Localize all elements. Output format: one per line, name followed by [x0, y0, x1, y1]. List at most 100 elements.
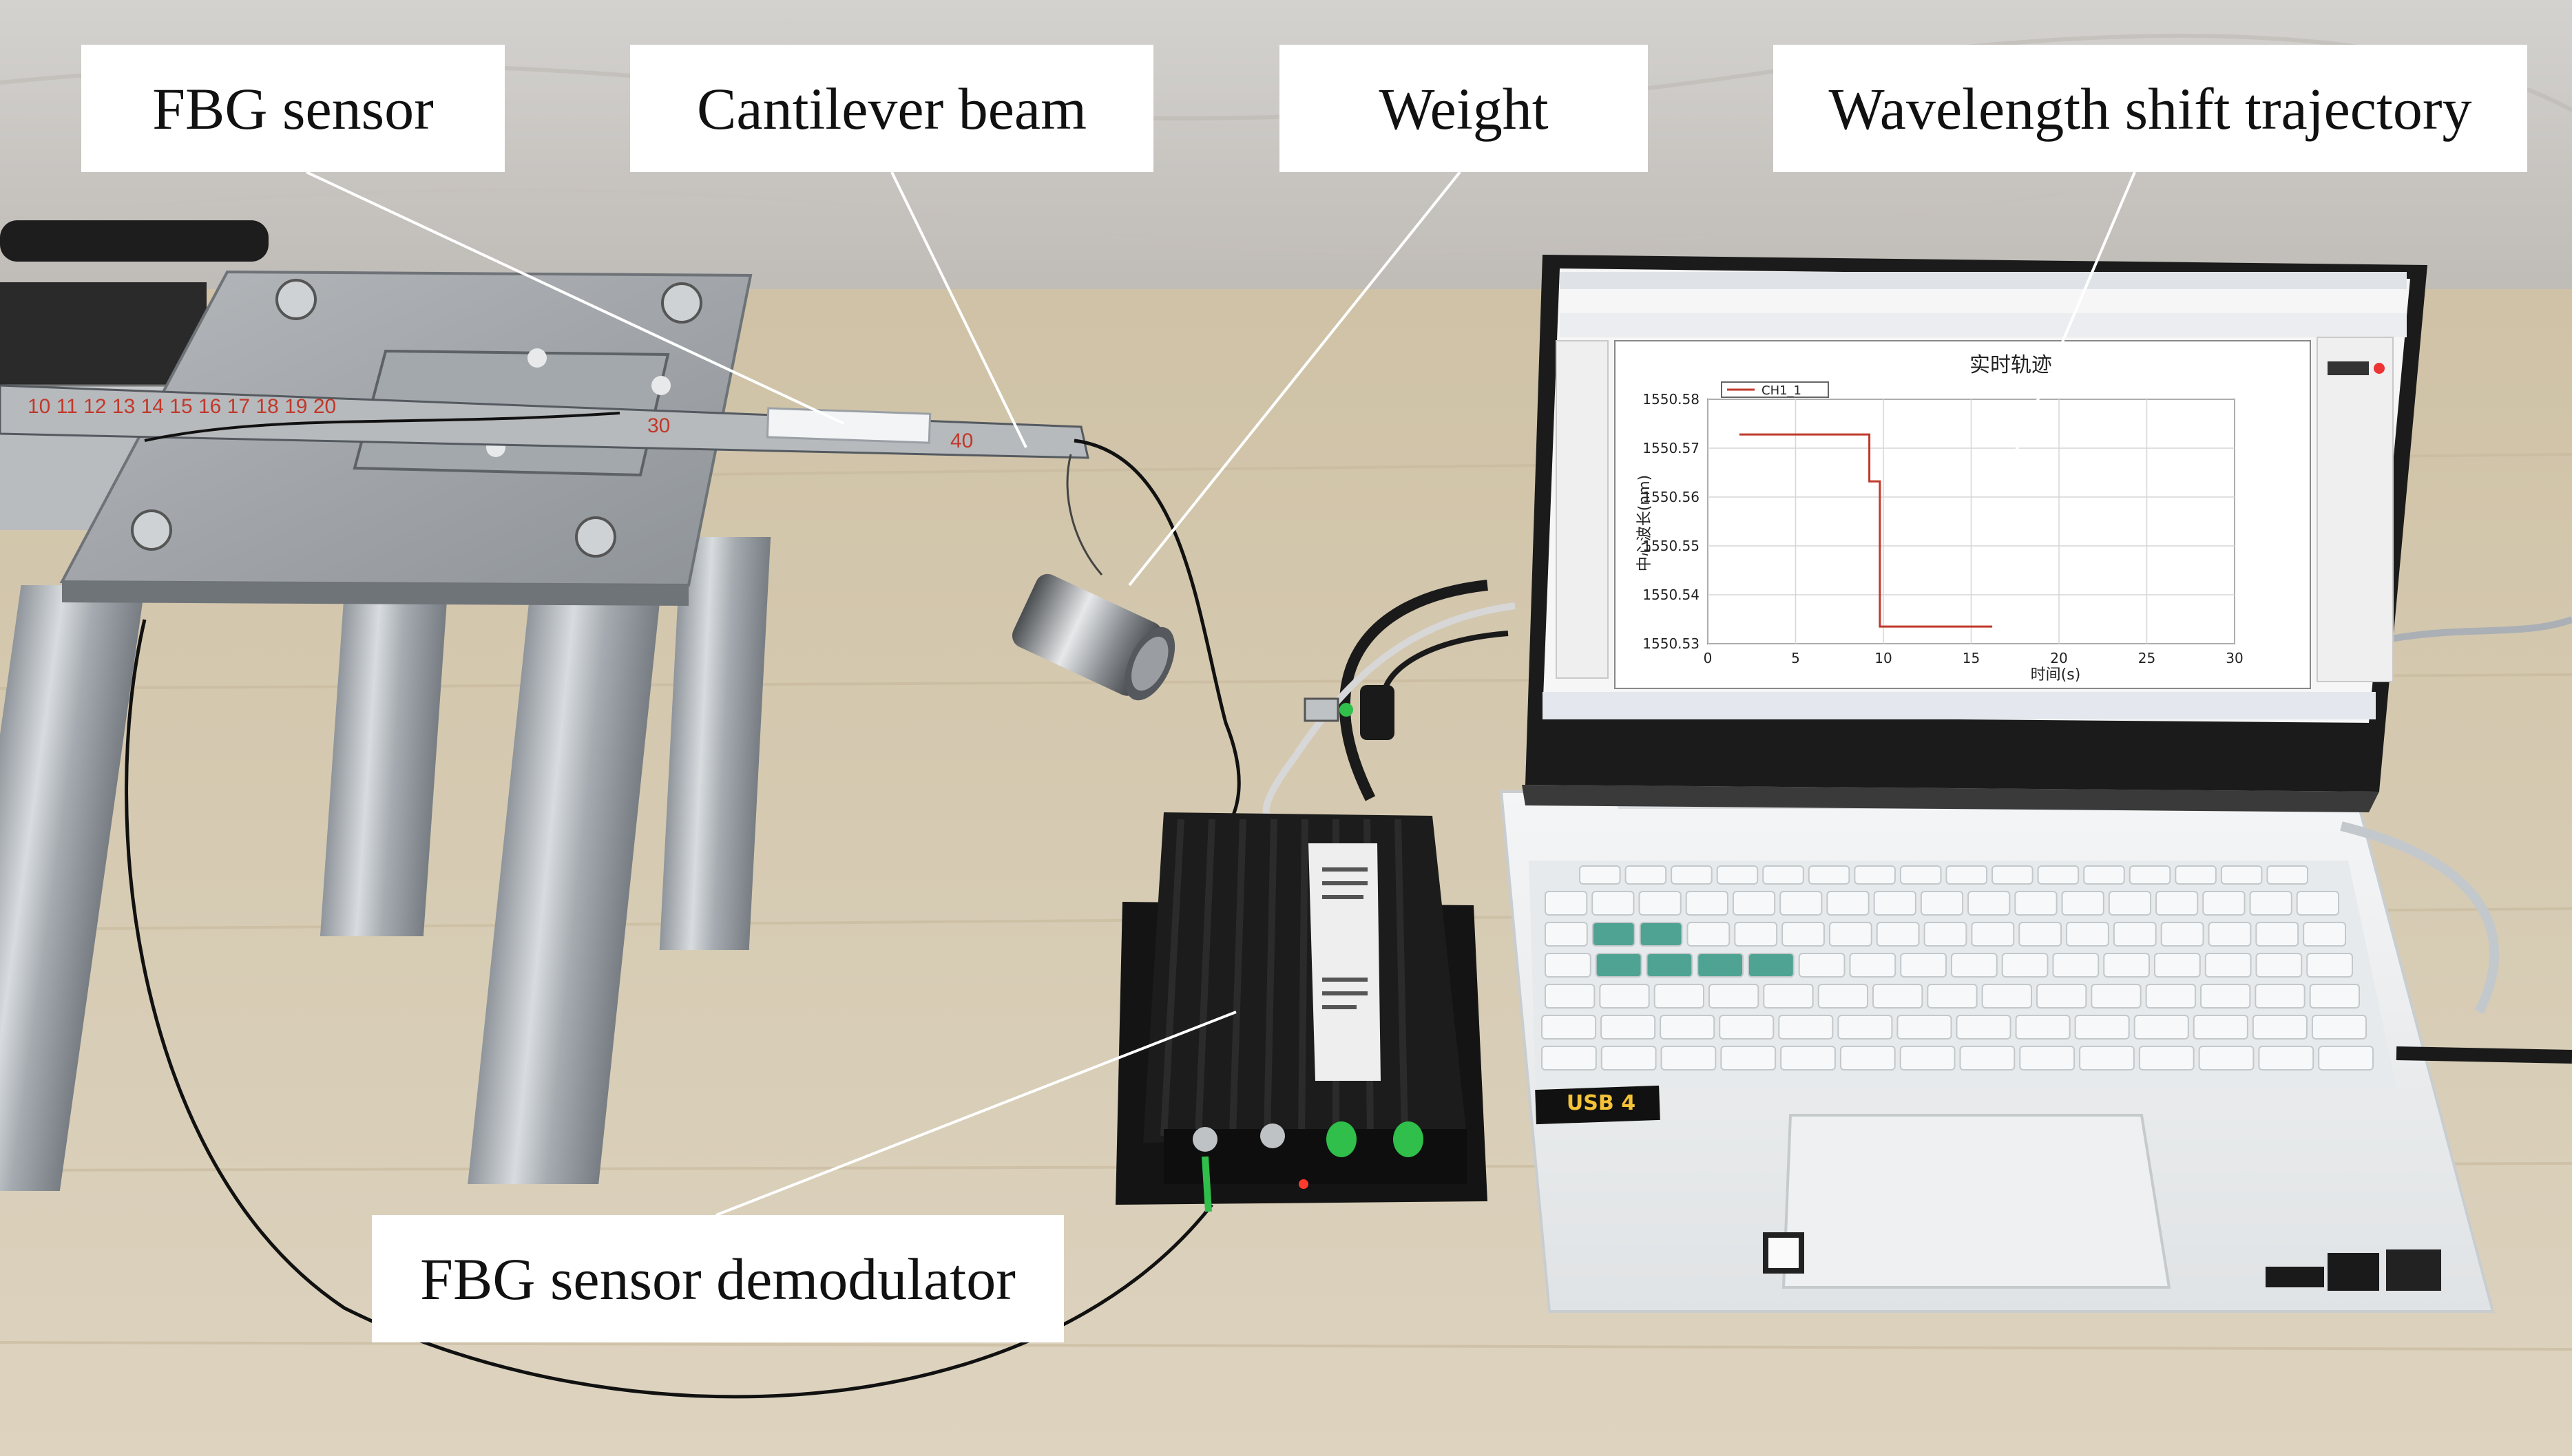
svg-text:30: 30 [647, 414, 670, 437]
keyboard-key [2309, 984, 2361, 1009]
keyboard-key [1900, 953, 1947, 978]
keyboard-key [2258, 1046, 2314, 1070]
keyboard-key [1653, 984, 1705, 1009]
keyboard-key [2145, 984, 2197, 1009]
label-weight-text: Weight [1379, 75, 1549, 142]
keyboard-key [1781, 922, 1825, 947]
keyboard-key [2079, 1046, 2135, 1070]
keyboard-key [2052, 953, 2100, 978]
keyboard-key [2160, 922, 2204, 947]
x-axis-label: 时间(s) [2031, 666, 2081, 684]
keyboard-key [2014, 891, 2058, 916]
svg-text:10 11 12 13 14 15 16 17 18 19: 10 11 12 13 14 15 16 17 18 19 20 [28, 395, 336, 418]
keyboard-key [1778, 1015, 1834, 1040]
keyboard-key [1967, 891, 2011, 916]
keyboard-key [1720, 1046, 1777, 1070]
keyboard-key [2061, 891, 2104, 916]
keyboard-key [2266, 865, 2308, 885]
keyboard-key [1951, 953, 1998, 978]
keyboard-key [2200, 984, 2251, 1009]
keyboard-key [2066, 922, 2109, 947]
legend: CH1_1 [1721, 381, 1829, 398]
keyboard-key [2296, 891, 2339, 916]
x-tick-label: 20 [2050, 650, 2067, 666]
keyboard-key [1826, 891, 1870, 916]
keyboard-key [2208, 922, 2252, 947]
keyboard-key [2129, 865, 2171, 885]
keyboard-key [1545, 984, 1596, 1009]
x-tick-label: 0 [1704, 650, 1713, 666]
keyboard-key [1828, 922, 1872, 947]
keyboard-key [2037, 865, 2080, 885]
x-tick-label: 15 [1963, 650, 1980, 666]
keyboard-key [1732, 891, 1776, 916]
usb-badge-overlay: USB 4 [1549, 1089, 1653, 1117]
label-trajectory: Wavelength shift trajectory [1773, 45, 2527, 172]
keyboard-key [2255, 953, 2303, 978]
y-tick-label: 1550.54 [1642, 587, 1700, 603]
keyboard-key [2154, 953, 2201, 978]
keyboard-key [2091, 984, 2142, 1009]
keyboard-key [1599, 984, 1650, 1009]
y-tick-label: 1550.55 [1642, 538, 1700, 554]
keyboard-key [1716, 865, 1759, 885]
y-tick-label: 1550.58 [1642, 391, 1700, 408]
keyboard-key [2303, 922, 2347, 947]
keyboard-key [1808, 865, 1850, 885]
keyboard-key [2113, 922, 2157, 947]
keyboard-key [1545, 922, 1588, 947]
keyboard-key [1624, 865, 1667, 885]
keyboard-key [2083, 865, 2125, 885]
keyboard-key [1959, 1046, 2016, 1070]
keyboard-key [1697, 953, 1744, 978]
keyboard-key [2255, 984, 2306, 1009]
keyboard-key [1780, 1046, 1836, 1070]
keyboard-key [2318, 1046, 2374, 1070]
x-tick-label: 5 [1791, 650, 1800, 666]
keyboard-key [1719, 1015, 1775, 1040]
keyboard-key [1686, 922, 1731, 947]
keyboard-key [2133, 1015, 2189, 1040]
keyboard-key [2252, 1015, 2308, 1040]
keyboard-key [1639, 922, 1683, 947]
x-tick-label: 30 [2226, 650, 2243, 666]
keyboard-key [1671, 865, 1713, 885]
label-fbg-sensor-text: FBG sensor [152, 75, 434, 142]
x-tick-label: 10 [1874, 650, 1892, 666]
chart-title: 实时轨迹 [1969, 353, 2052, 377]
keyboard-key [2018, 922, 2062, 947]
keyboard-key [2204, 953, 2252, 978]
usb-badge-text: USB 4 [1566, 1090, 1636, 1115]
keyboard-key [2001, 953, 2049, 978]
label-fbg-sensor: FBG sensor [81, 45, 505, 172]
keyboard-key [1708, 984, 1759, 1009]
label-cantilever-beam-text: Cantilever beam [697, 75, 1087, 142]
keyboard-key [2193, 1015, 2248, 1040]
keyboard-key [1817, 984, 1869, 1009]
keyboard-key [2074, 1015, 2130, 1040]
keyboard-key [1927, 984, 1978, 1009]
keyboard-key [1541, 1015, 1597, 1040]
keyboard-key [1763, 984, 1814, 1009]
keyboard-key [2108, 891, 2152, 916]
keyboard-key [1600, 1046, 1657, 1070]
keyboard-key [1896, 1015, 1952, 1040]
keyboard-key [1734, 922, 1778, 947]
label-cantilever-beam: Cantilever beam [630, 45, 1153, 172]
keyboard-key [2198, 1046, 2255, 1070]
y-tick-label: 1550.53 [1642, 635, 1700, 652]
keyboard-key [1849, 953, 1896, 978]
keyboard-key [1591, 891, 1635, 916]
keyboard-key [2311, 1015, 2367, 1040]
keyboard-key [1591, 922, 1635, 947]
keyboard-key [2036, 984, 2087, 1009]
keyboard-key [1545, 953, 1591, 978]
keyboard-key [2103, 953, 2150, 978]
label-demodulator: FBG sensor demodulator [372, 1215, 1064, 1342]
keyboard-key [2220, 865, 2263, 885]
keyboard-key [1839, 1046, 1896, 1070]
keyboard-key [1660, 1015, 1715, 1040]
keyboard-key [1923, 922, 1967, 947]
